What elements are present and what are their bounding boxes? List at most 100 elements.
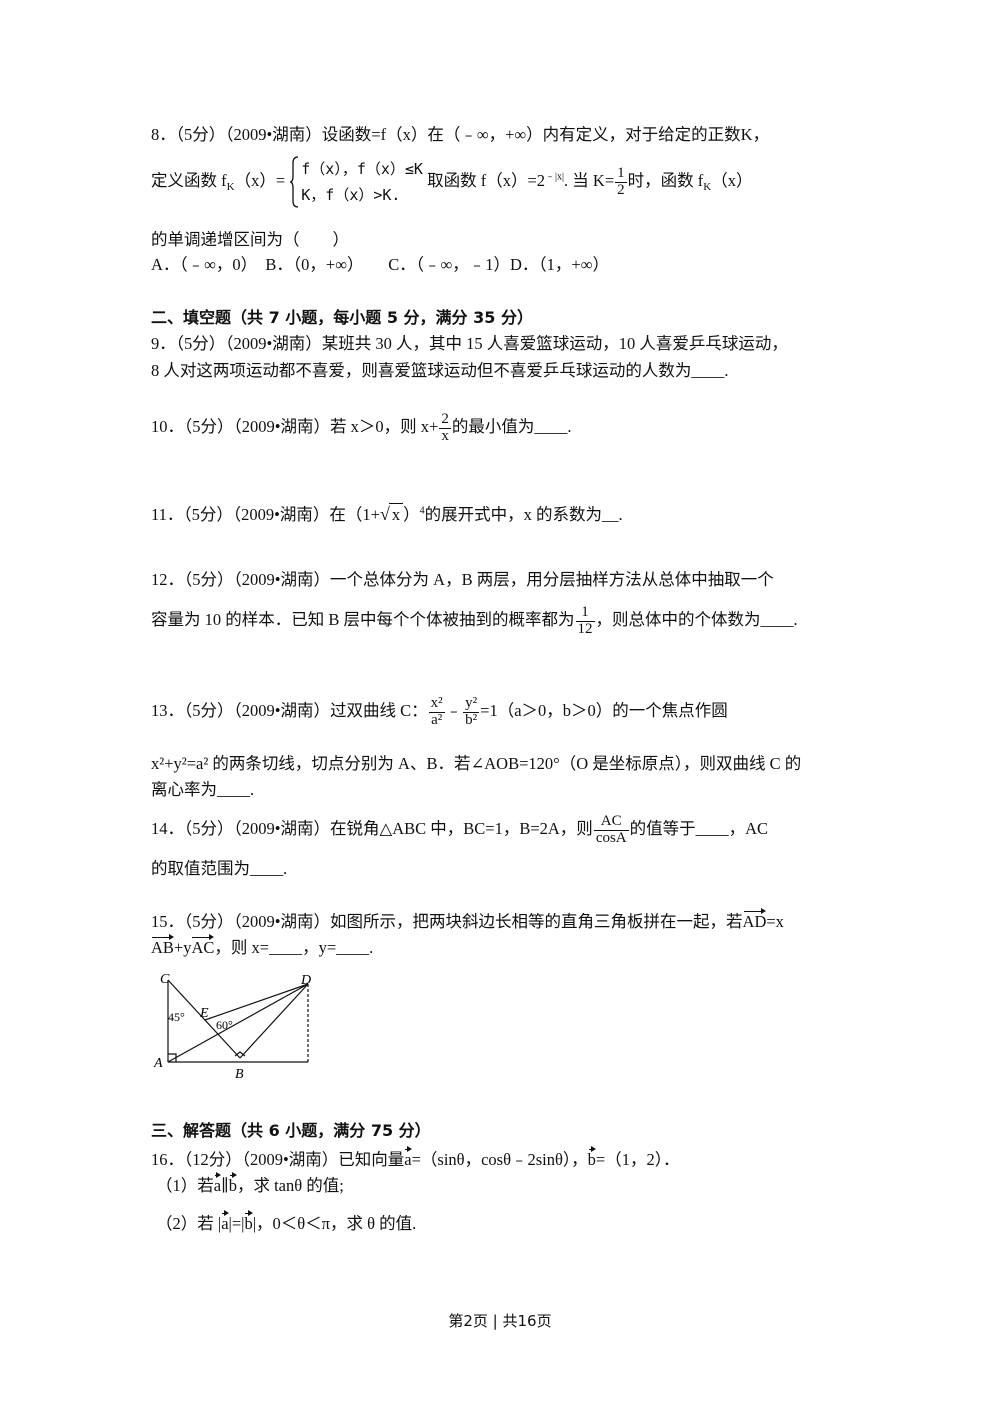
q15-vec-ad: AD: [743, 908, 766, 930]
q13-f2-den: b²: [465, 711, 478, 728]
q16-p2-post: |，0＜θ＜π，求 θ 的值.: [252, 1214, 417, 1233]
section-2-heading: 二、填空题（共 7 小题，每小题 5 分，满分 35 分）: [151, 308, 533, 327]
q8-frac-num: 1: [615, 164, 627, 183]
edge-ad: [167, 983, 309, 1063]
label-e: E: [199, 1006, 209, 1021]
q11-exp: 4: [419, 505, 425, 517]
q13-pre: 13．（5分）（2009•湖南）过双曲线 C：: [151, 701, 428, 721]
q8-tail: 时，函数 f: [627, 170, 704, 190]
angle-60-label: 60°: [216, 1018, 233, 1032]
q8-line1: 8．（5分）（2009•湖南）设函数=f（x）在（﹣∞，+∞）内有定义，对于给定…: [151, 125, 770, 144]
edge-bd: [239, 983, 309, 1059]
q8-tail-sub: K: [703, 181, 712, 194]
q15-eqx: =x: [766, 912, 784, 931]
q13-minus: ﹣: [445, 701, 463, 721]
label-d: D: [300, 973, 311, 988]
q16-p1-par: ∥: [221, 1176, 229, 1195]
q9-line2: 8 人对这两项运动都不喜爱，则喜爱篮球运动但不喜爱乒乓球运动的人数为____.: [151, 361, 729, 380]
edge-cb: [167, 979, 241, 1059]
q15-line2: AB+yAC，则 x=____，y=____.: [151, 934, 373, 959]
edge-ed: [204, 983, 309, 1021]
angle-45-label: 45°: [168, 1010, 185, 1024]
q15-pre: 15．（5分）（2009•湖南）如图所示，把两块斜边长相等的直角三角板拼在一起，…: [151, 912, 743, 931]
brace-icon: [290, 156, 299, 208]
page-footer: 第2页 | 共16页: [448, 1312, 552, 1330]
q13-line2: x²+y²=a² 的两条切线，切点分别为 A、B．若∠AOB=120°（O 是坐…: [151, 754, 802, 773]
section-3-heading: 三、解答题（共 6 小题，满分 75 分）: [151, 1121, 431, 1140]
label-c: C: [160, 972, 170, 987]
q14-line2: 的取值范围为____.: [151, 859, 288, 878]
q11-line: 11．（5分）（2009•湖南）在（1+√x）4的展开式中，x 的系数为__.: [151, 503, 623, 526]
q12-line1: 12．（5分）（2009•湖南）一个总体分为 A，B 两层，用分层抽样方法从总体…: [151, 570, 774, 589]
q10-post: 的最小值为____.: [451, 417, 572, 437]
q16-p1-vec-b: b: [229, 1172, 238, 1194]
q14-den: cosA: [595, 829, 627, 846]
label-b: B: [235, 1067, 244, 1080]
q16-post: =（1，2）．: [595, 1150, 680, 1169]
angle-mark-b: [234, 1051, 246, 1057]
q8-def-pre: 定义函数 f: [151, 170, 227, 190]
q15-line1: 15．（5分）（2009•湖南）如图所示，把两块斜边长相等的直角三角板拼在一起，…: [151, 908, 784, 933]
q13-f2-num: y²: [463, 695, 480, 713]
q10-num: 2: [439, 411, 451, 429]
q8-sub: K: [226, 181, 235, 194]
q12-pre: 容量为 10 的样本．已知 B 层中每个个体被抽到的概率都为: [151, 610, 575, 630]
q14-num: AC: [593, 813, 629, 831]
q8-options: A．（﹣∞，0） B．（0，+∞） C．（﹣∞，﹣1）D．（1，+∞）: [151, 255, 610, 274]
q13-f1-den: a²: [431, 711, 443, 728]
q13-line3: 离心率为____.: [151, 780, 255, 799]
q11-pre: 11．（5分）（2009•湖南）在（1+: [151, 505, 380, 524]
q16-p2-vec-b: b: [244, 1210, 253, 1232]
q8-def-post: （x）=: [234, 170, 286, 190]
q16-p2-pre: （2）若 |: [156, 1214, 222, 1233]
q15-plusy: +y: [173, 938, 192, 957]
q15-vec-ab: AB: [151, 934, 174, 956]
q16-p1-vec-a: a: [214, 1172, 222, 1194]
q16-p1-pre: （1）若: [156, 1176, 214, 1195]
q8-frac-den: 2: [617, 181, 625, 198]
q8-case2: K，f（x）>K.: [301, 186, 401, 204]
q8-exp: ﹣|x|: [545, 171, 565, 183]
q16-line1: 16．（12分）（2009•湖南）已知向量a=（sinθ，cosθ﹣2sinθ）…: [151, 1146, 679, 1171]
q13-post: =1（a＞0，b＞0）的一个焦点作圆: [480, 701, 728, 721]
q16-p2-mid: |=|: [228, 1214, 245, 1233]
q9-line1: 9．（5分）（2009•湖南）某班共 30 人，其中 15 人喜爱篮球运动，10…: [151, 334, 788, 353]
q14-pre: 14．（5分）（2009•湖南）在锐角△ABC 中，BC=1，B=2A，则: [151, 819, 593, 839]
q16-vec-b: b: [588, 1146, 597, 1168]
q14-post: 的值等于____，AC: [629, 819, 769, 839]
q16-p2-vec-a: a: [221, 1210, 229, 1232]
q8-when: . 当 K=: [564, 170, 615, 190]
q16-part1: （1）若a∥b，求 tanθ 的值;: [156, 1172, 344, 1197]
q16-p1-post: ，求 tanθ 的值;: [236, 1176, 344, 1195]
q12-post: ，则总体中的个体数为____.: [595, 610, 798, 630]
q13-f1-num: x²: [428, 695, 445, 713]
q10-pre: 10．（5分）（2009•湖南）若 x＞0，则 x+: [151, 417, 439, 437]
q16-pre: 16．（12分）（2009•湖南）已知向量: [151, 1150, 405, 1169]
q8-case1: f（x），f（x）≤K: [301, 160, 423, 178]
right-angle-mark: [168, 1053, 177, 1062]
q15-figure: C D E A B 45° 60°: [153, 972, 311, 1080]
q16-part2: （2）若 |a|=|b|，0＜θ＜π，求 θ 的值.: [156, 1210, 416, 1235]
q12-num: 1: [575, 604, 595, 622]
q11-post: 的展开式中，x 的系数为__.: [424, 505, 623, 524]
q12-den: 12: [577, 620, 593, 637]
q10-den: x: [441, 427, 449, 444]
label-a: A: [153, 1056, 163, 1071]
radical-icon: √: [379, 504, 390, 524]
q11-radicand: x: [388, 503, 404, 526]
q11-mid: ）: [403, 505, 420, 524]
q8-take: 取函数 f（x）=2: [427, 170, 546, 190]
q16-mid: =（sinθ，cosθ﹣2sinθ），: [411, 1150, 588, 1169]
q8-line3: 的单调递增区间为（ ）: [151, 230, 349, 249]
q15-vec-ac: AC: [191, 934, 214, 956]
q8-piecewise: f（x），f（x）≤K K，f（x）>K.: [289, 156, 423, 208]
